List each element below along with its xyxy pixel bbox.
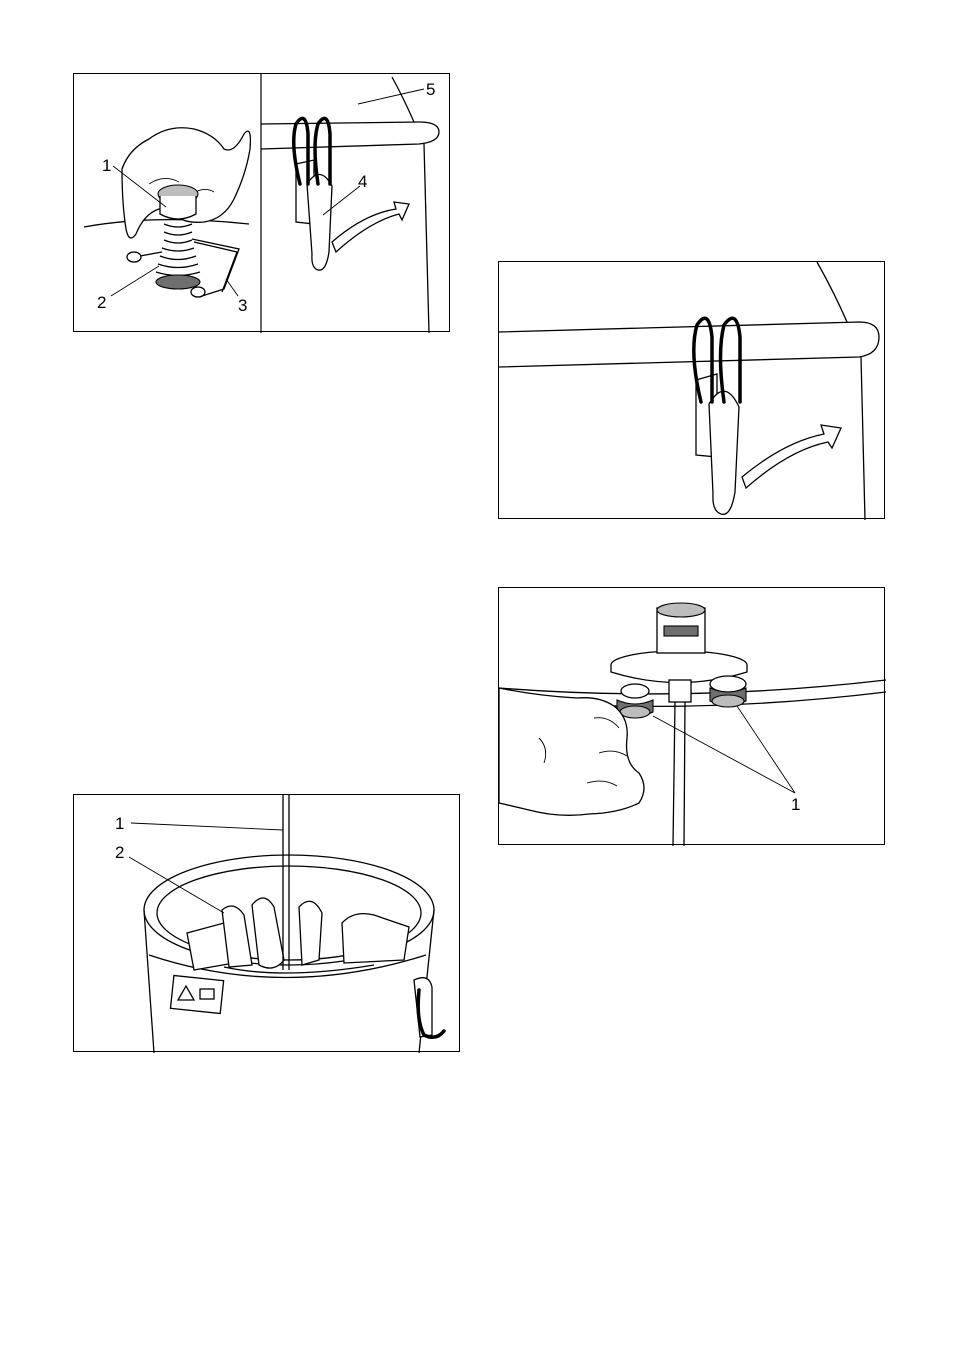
figure-valves: 1 [498, 587, 885, 845]
callout-1: 1 [115, 814, 124, 833]
figure-container: 1 2 [73, 794, 460, 1052]
callout-1: 1 [791, 795, 800, 814]
callout-2: 2 [97, 293, 106, 312]
spring-valve-illustration: 1 2 3 5 4 [74, 74, 451, 333]
figure-spring-and-clip: 1 2 3 5 4 [73, 73, 450, 332]
callout-4: 4 [358, 172, 367, 191]
callout-2: 2 [115, 843, 124, 862]
container-with-bags-illustration: 1 2 [74, 795, 461, 1053]
callout-1: 1 [102, 156, 111, 175]
callout-5: 5 [426, 80, 435, 99]
valve-connectors-illustration: 1 [499, 588, 886, 846]
callout-3: 3 [238, 296, 247, 315]
clip-latch-illustration [499, 262, 886, 520]
figure-clip-large [498, 261, 885, 519]
